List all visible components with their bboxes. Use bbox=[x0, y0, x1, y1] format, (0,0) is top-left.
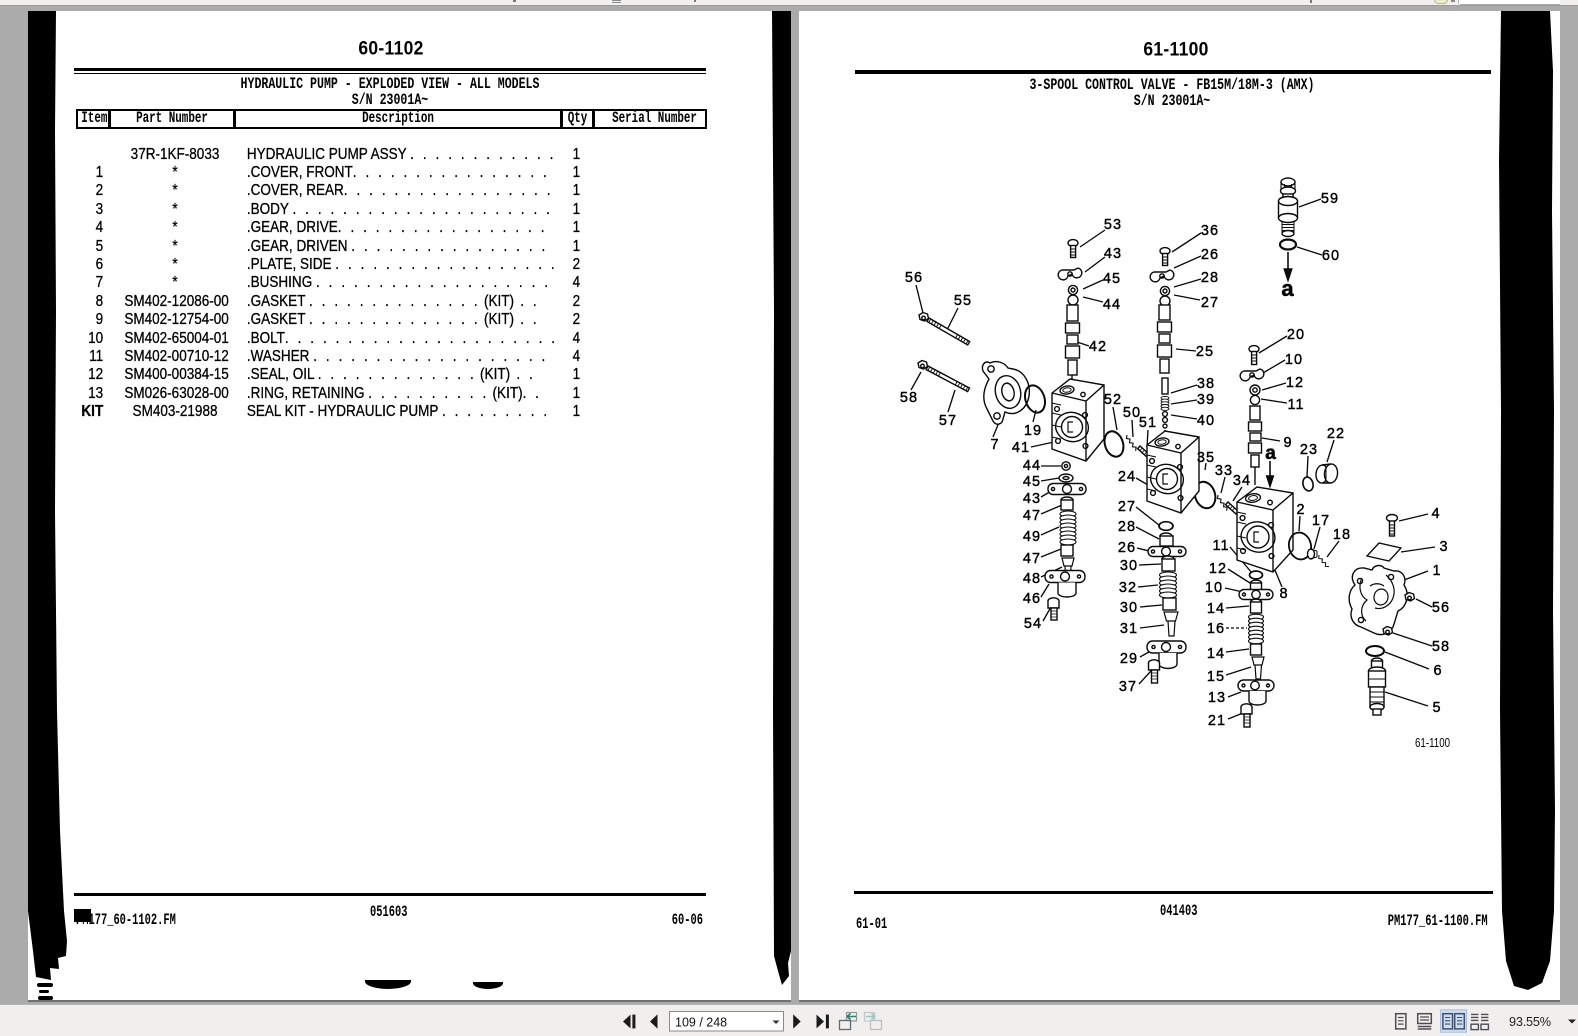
svg-text:59: 59 bbox=[1321, 191, 1339, 207]
svg-text:27: 27 bbox=[1201, 295, 1219, 311]
svg-text:6: 6 bbox=[1433, 663, 1442, 679]
svg-text:33: 33 bbox=[1215, 463, 1233, 479]
svg-text:28: 28 bbox=[1118, 519, 1136, 535]
svg-text:55: 55 bbox=[954, 293, 972, 309]
svg-text:109 / 248: 109 / 248 bbox=[675, 1015, 727, 1029]
svg-text:1: 1 bbox=[1432, 563, 1441, 579]
svg-text:57: 57 bbox=[939, 413, 957, 429]
svg-text:18: 18 bbox=[1333, 527, 1351, 543]
svg-text:24: 24 bbox=[1118, 469, 1136, 485]
svg-text:31: 31 bbox=[1120, 621, 1138, 637]
svg-text:2: 2 bbox=[1296, 502, 1305, 518]
svg-text:26: 26 bbox=[1118, 540, 1136, 556]
svg-text:47: 47 bbox=[1023, 551, 1041, 567]
svg-text:8: 8 bbox=[1279, 586, 1288, 602]
svg-text:43: 43 bbox=[1023, 491, 1041, 507]
svg-text:41: 41 bbox=[1012, 440, 1030, 456]
svg-text:a: a bbox=[1265, 443, 1277, 464]
svg-text:11: 11 bbox=[1287, 397, 1304, 413]
svg-text:3: 3 bbox=[1439, 539, 1448, 555]
svg-text:10: 10 bbox=[1285, 352, 1303, 368]
svg-text:12: 12 bbox=[1286, 375, 1304, 391]
svg-text:42: 42 bbox=[1089, 339, 1107, 355]
svg-text:11: 11 bbox=[1212, 538, 1229, 554]
svg-text:27: 27 bbox=[1118, 499, 1136, 515]
svg-text:25: 25 bbox=[1196, 344, 1214, 360]
svg-text:a: a bbox=[1281, 276, 1294, 301]
svg-text:10: 10 bbox=[1205, 580, 1223, 596]
svg-text:39: 39 bbox=[1197, 392, 1215, 408]
svg-text:58: 58 bbox=[900, 390, 918, 406]
svg-text:23: 23 bbox=[1300, 442, 1318, 458]
svg-text:54: 54 bbox=[1024, 616, 1042, 632]
svg-text:45: 45 bbox=[1023, 474, 1041, 490]
svg-text:13: 13 bbox=[1208, 690, 1226, 706]
svg-text:15: 15 bbox=[1207, 669, 1225, 685]
svg-text:26: 26 bbox=[1201, 247, 1219, 263]
svg-text:32: 32 bbox=[1119, 580, 1137, 596]
svg-text:30: 30 bbox=[1120, 558, 1138, 574]
svg-text:56: 56 bbox=[1432, 600, 1450, 616]
svg-text:7: 7 bbox=[990, 437, 999, 453]
svg-text:5: 5 bbox=[1432, 700, 1441, 716]
svg-text:14: 14 bbox=[1207, 646, 1225, 662]
svg-text:60: 60 bbox=[1322, 248, 1340, 264]
svg-text:35: 35 bbox=[1197, 450, 1215, 466]
svg-text:50: 50 bbox=[1123, 405, 1141, 421]
svg-text:43: 43 bbox=[1104, 246, 1122, 262]
svg-text:9: 9 bbox=[1283, 435, 1292, 451]
svg-text:19: 19 bbox=[1024, 423, 1042, 439]
svg-text:40: 40 bbox=[1197, 413, 1215, 429]
svg-text:53: 53 bbox=[1104, 217, 1122, 233]
svg-text:30: 30 bbox=[1120, 600, 1138, 616]
svg-text:38: 38 bbox=[1197, 376, 1215, 392]
svg-text:49: 49 bbox=[1023, 529, 1041, 545]
svg-text:20: 20 bbox=[1287, 327, 1305, 343]
svg-text:44: 44 bbox=[1023, 458, 1041, 474]
svg-text:58: 58 bbox=[1432, 639, 1450, 655]
svg-text:56: 56 bbox=[905, 270, 923, 286]
svg-text:21: 21 bbox=[1208, 713, 1226, 729]
svg-text:45: 45 bbox=[1103, 271, 1121, 287]
svg-text:17: 17 bbox=[1312, 513, 1330, 529]
svg-text:29: 29 bbox=[1120, 651, 1138, 667]
svg-text:4: 4 bbox=[1431, 506, 1440, 522]
svg-text:34: 34 bbox=[1233, 473, 1251, 489]
svg-text:52: 52 bbox=[1104, 392, 1122, 408]
svg-text:12: 12 bbox=[1209, 561, 1227, 577]
svg-text:28: 28 bbox=[1201, 270, 1219, 286]
svg-text:46: 46 bbox=[1023, 591, 1041, 607]
svg-text:37: 37 bbox=[1119, 679, 1137, 695]
svg-text:22: 22 bbox=[1327, 426, 1345, 442]
svg-text:47: 47 bbox=[1023, 508, 1041, 524]
svg-text:51: 51 bbox=[1139, 415, 1157, 431]
svg-text:93.55%: 93.55% bbox=[1509, 1015, 1551, 1029]
svg-text:36: 36 bbox=[1201, 223, 1219, 239]
svg-text:44: 44 bbox=[1103, 297, 1121, 313]
svg-text:14: 14 bbox=[1207, 601, 1225, 617]
svg-text:48: 48 bbox=[1023, 571, 1041, 587]
svg-text:16: 16 bbox=[1207, 621, 1225, 637]
